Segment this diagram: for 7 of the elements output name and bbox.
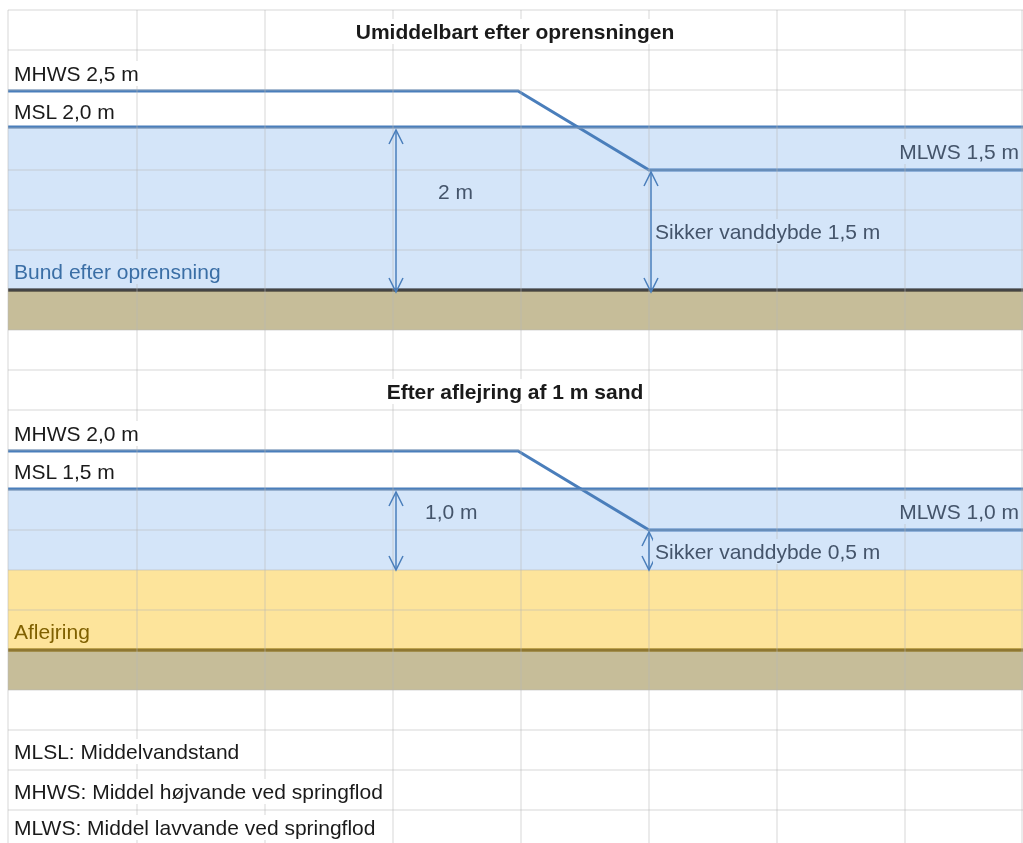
abbreviation-note: MHWS: Middel højvande ved springflod xyxy=(12,779,385,804)
level-label: MHWS 2,5 m xyxy=(12,61,141,86)
level-label: MLWS 1,5 m xyxy=(897,139,1021,164)
level-label: MLWS 1,0 m xyxy=(897,499,1021,524)
level-label: MHWS 2,0 m xyxy=(12,421,141,446)
abbreviation-note: MLWS: Middel lavvande ved springflod xyxy=(12,815,378,840)
layer-label: Bund efter oprensning xyxy=(12,259,223,284)
